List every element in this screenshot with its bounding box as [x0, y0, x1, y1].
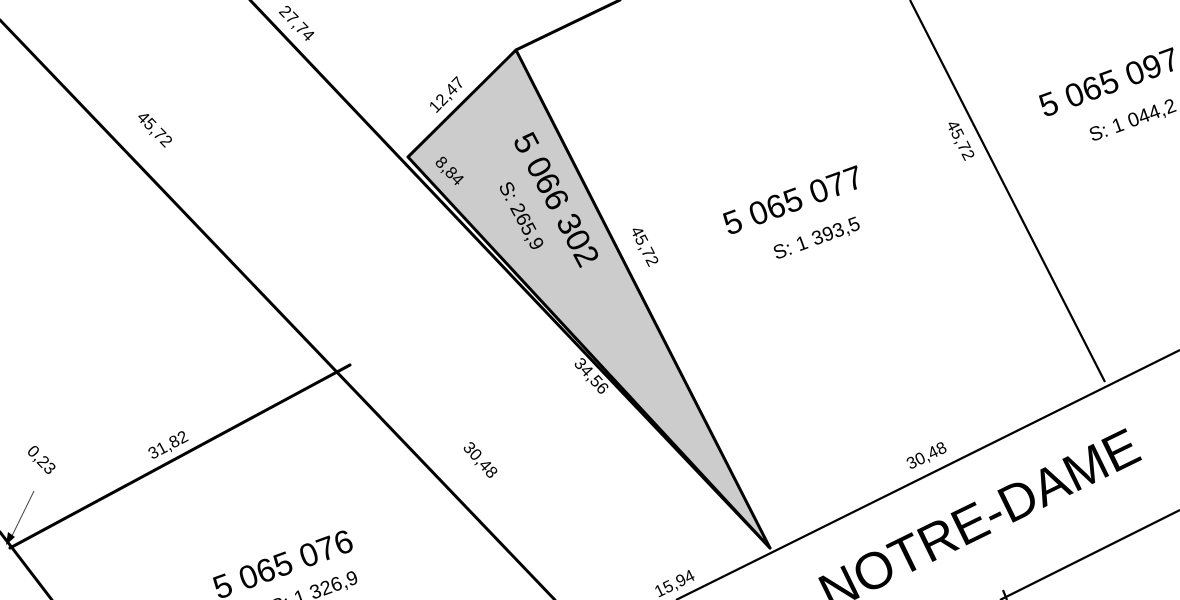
leader-0-23 [9, 490, 35, 541]
lot-line-right-45-72 [909, 0, 1106, 383]
lot-line-top [514, 0, 622, 52]
lot-line-31-82 [8, 363, 352, 550]
dim-45-72-left: 45,72 [133, 108, 176, 152]
street-far-line [999, 509, 1180, 600]
street-tick [1001, 589, 1009, 600]
dim-15-94: 15,94 [651, 566, 698, 600]
lot-line-left-diagonal [0, 18, 557, 600]
lot-5066302-shape[interactable] [406, 48, 772, 550]
lot-line-center-diagonal [248, 0, 772, 550]
lot-line-far-left [0, 530, 54, 600]
dim-45-72-center: 45,72 [626, 223, 662, 270]
arrow-head-icon [6, 532, 15, 545]
lot-5065097-label[interactable]: 5 065 097 S: 1 044,2 [1034, 40, 1180, 147]
dim-27-74: 27,74 [275, 2, 318, 46]
lot-5065076-label[interactable]: 5 065 076 S: 1 326,9 [208, 522, 362, 600]
dim-0-23: 0,23 [23, 442, 60, 479]
street-front-line [675, 349, 1180, 600]
lot-5065077-label[interactable]: 5 065 077 S: 1 393,5 [718, 158, 869, 265]
dim-30-48-left: 30,48 [459, 438, 502, 482]
dim-31-82: 31,82 [145, 427, 191, 464]
